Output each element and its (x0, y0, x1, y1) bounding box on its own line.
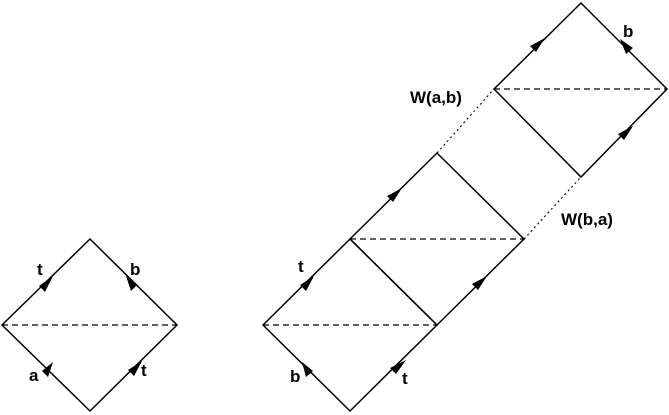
left-label-upper-left: t (37, 260, 43, 279)
chain-label-bottom-lower-right: t (402, 369, 408, 388)
annotation-w-b-a: W(b,a) (561, 210, 613, 229)
left-square: t b a t (0, 237, 179, 413)
left-square-arrow-upper-left (39, 276, 53, 292)
chain-arrow-bottom-lower-left (302, 362, 313, 377)
left-label-upper-right: b (130, 260, 140, 279)
right-chain: t b t b W(a,b) W(b,a) (261, 1, 669, 413)
left-square-arrow-lower-left (42, 362, 53, 377)
chain-arrow-middle-lower-right (472, 276, 487, 290)
chain-label-top-upper-right: b (623, 22, 633, 41)
left-label-lower-right: t (141, 361, 147, 380)
chain-arrow-middle-upper-left (387, 188, 402, 202)
chain-arrow-top-upper-left (530, 38, 545, 52)
chain-middle-diamond (348, 151, 526, 327)
left-square-arrow-lower-right (128, 361, 142, 376)
chain-label-bottom-lower-left: b (290, 367, 300, 386)
chain-upper-dotted-connector (436, 88, 495, 154)
chain-arrow-bottom-upper-left (300, 276, 314, 291)
chain-lower-dotted-connector (523, 176, 582, 240)
left-square-outline (0, 237, 179, 413)
annotation-w-a-b: W(a,b) (410, 88, 462, 107)
chain-arrow-bottom-lower-right (390, 360, 406, 374)
chain-arrow-top-lower-right (618, 126, 633, 140)
left-label-lower-left: a (29, 366, 39, 385)
left-square-arrow-upper-right (126, 276, 137, 291)
chain-top-diamond (492, 1, 669, 179)
chain-arrow-top-upper-right (620, 39, 633, 54)
chain-label-bottom-upper-left: t (298, 257, 304, 276)
